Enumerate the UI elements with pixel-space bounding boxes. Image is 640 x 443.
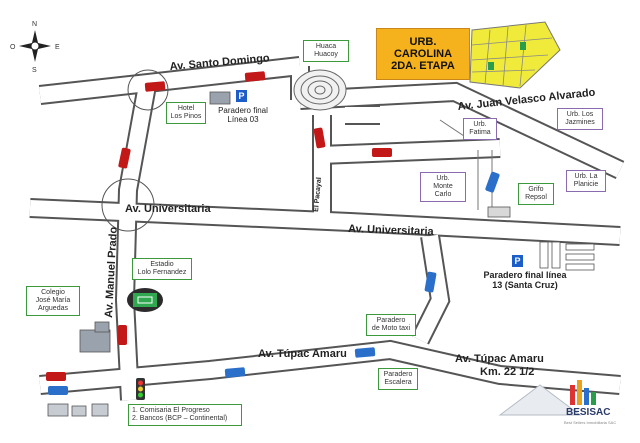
urb-carolina-highlight: URB. CAROLINA 2DA. ETAPA xyxy=(376,28,470,80)
paradero-13-terminal xyxy=(539,241,595,271)
car-red xyxy=(144,81,166,92)
brand-tagline: Best Sellers Inmobiliaria SAC xyxy=(564,420,617,425)
compass-north: N xyxy=(32,21,37,28)
callout-huaca: Huaca Huacoy xyxy=(303,40,349,62)
brand-name: BESISAC xyxy=(566,407,611,418)
callout-moto-taxi: Paradero de Moto taxi xyxy=(366,314,416,336)
car-red xyxy=(372,148,392,157)
car-blue xyxy=(485,171,500,193)
car-blue xyxy=(424,271,437,293)
road-label-tupac-amaru-km: Km. 22 1/2 xyxy=(480,366,534,378)
gas-station-icon xyxy=(487,206,511,218)
parking-icon: P xyxy=(236,90,247,102)
car-red xyxy=(313,127,326,149)
callout-grifo-repsol: Grifo Repsol xyxy=(518,183,554,205)
paradero-03-label: Paradero final Línea 03 xyxy=(218,106,268,124)
parking-icon: P xyxy=(512,255,523,267)
car-red xyxy=(118,325,127,345)
traffic-light-icon xyxy=(136,378,145,400)
car-red xyxy=(118,147,131,169)
callout-colegio: Colegio José María Arguedas xyxy=(26,286,80,316)
callout-hotel: Hotel Los Pinos xyxy=(166,102,206,124)
paradero-13-label: Paradero final línea 13 (Santa Cruz) xyxy=(483,270,567,290)
road-label-tupac-amaru-right: Av. Túpac Amaru xyxy=(455,353,544,365)
urb-line3: 2DA. ETAPA xyxy=(391,60,455,72)
road-label-tupac-amaru-left: Av. Túpac Amaru xyxy=(258,348,347,360)
police-bank-buildings-icon xyxy=(47,403,109,417)
callout-estadio: Estadio Lolo Fernandez xyxy=(132,258,192,280)
compass-rose-icon: N S O E xyxy=(10,21,60,74)
school-building-icon xyxy=(79,321,111,353)
roundabout-universitaria xyxy=(101,178,155,232)
urb-line1: URB. xyxy=(409,36,437,48)
callout-landmarks: 1. Comisaria El Progreso 2. Bancos (BCP … xyxy=(128,404,242,426)
hotel-building-icon xyxy=(209,91,231,105)
cars xyxy=(46,71,500,395)
road-label-universitaria-left: Av. Universitaria xyxy=(125,203,211,215)
callout-urb-la-planicie: Urb. La Planicie xyxy=(566,170,606,192)
compass-west: O xyxy=(10,44,16,51)
callout-urb-monte-carlo: Urb. Monte Carlo xyxy=(420,172,466,202)
huaca-hill-icon xyxy=(293,69,347,111)
compass-south: S xyxy=(32,67,37,74)
stadium-icon xyxy=(127,288,163,312)
urb-line2: CAROLINA xyxy=(393,48,453,60)
road-label-el-pacayal: El Pacayal xyxy=(313,177,323,212)
road-label-manuel-prado: Av. Manuel Prado xyxy=(103,226,120,318)
besisac-logo-icon xyxy=(498,380,596,416)
car-blue xyxy=(224,367,246,378)
roundabout-north xyxy=(127,69,169,111)
car-blue xyxy=(354,347,376,358)
callout-urb-fatima: Urb. Fatima xyxy=(463,118,497,140)
road-label-universitaria-right: Av. Universitaria xyxy=(348,223,435,238)
car-blue xyxy=(48,386,68,395)
car-red xyxy=(244,71,266,82)
urb-carolina-blocks xyxy=(469,21,561,89)
callout-urb-los-jazmines: Urb. Los Jazmines xyxy=(557,108,603,130)
callout-paradero-escalera: Paradero Escalera xyxy=(378,368,418,390)
compass-east: E xyxy=(55,44,60,51)
car-red xyxy=(46,372,66,381)
